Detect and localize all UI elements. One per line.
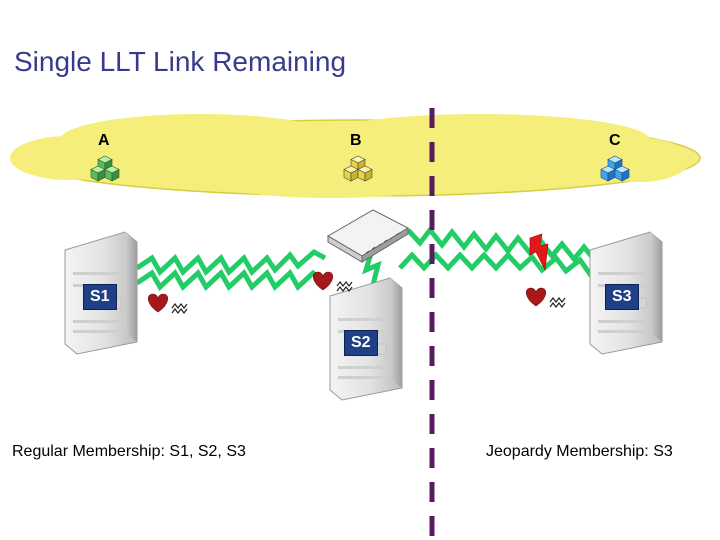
heartbeat-wave-icon [549, 297, 566, 308]
llt-link-s1-s2-lower [135, 269, 327, 291]
server-label-s2: S2 [344, 330, 378, 356]
group-label-c: C [609, 132, 621, 149]
heartbeat-wave-icon [336, 281, 353, 292]
llt-link-switch-s3-upper [406, 225, 598, 264]
llt-link-s1-switch-upper [135, 248, 327, 276]
server-label-s1: S1 [83, 284, 117, 310]
server-label-s3: S3 [605, 284, 639, 310]
page-title: Single LLT Link Remaining [14, 46, 347, 77]
group-label-a: A [98, 132, 110, 149]
caption-jeopardy-membership: Jeopardy Membership: S3 [486, 443, 673, 460]
heart-icon [147, 293, 169, 313]
heart-icon [312, 271, 334, 291]
lightning-icon [529, 233, 549, 272]
heart-icon [525, 287, 547, 307]
group-label-b: B [350, 132, 362, 149]
heartbeat-wave-icon [171, 303, 188, 314]
cloud-network [10, 114, 701, 198]
switch-icon [327, 209, 410, 263]
llt-link-switch-s2 [362, 249, 382, 286]
caption-regular-membership: Regular Membership: S1, S2, S3 [12, 443, 246, 460]
